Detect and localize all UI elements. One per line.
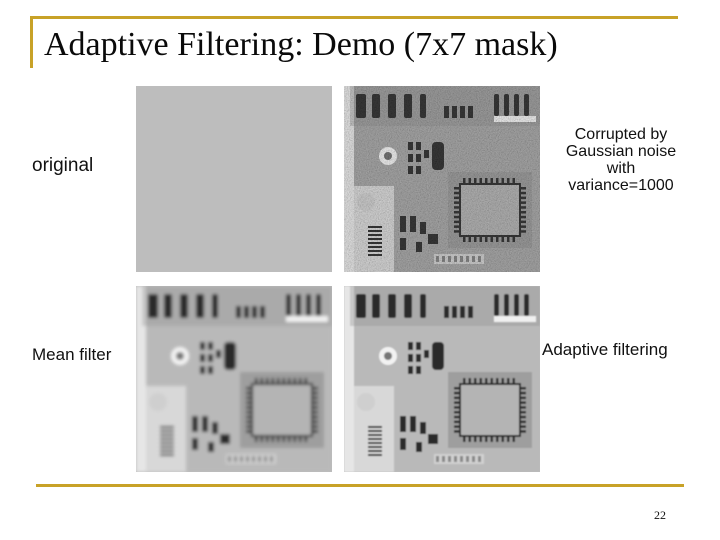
image-noisy: [344, 86, 540, 272]
image-adaptive-filter: [344, 286, 540, 472]
label-original: original: [32, 155, 94, 176]
title-accent-side: [30, 16, 33, 68]
slide-title: Adaptive Filtering: Demo (7x7 mask): [44, 26, 558, 63]
label-corrupted-line4: variance=1000: [568, 177, 674, 194]
footer-accent-bar: [36, 484, 684, 487]
image-mean-filter: [136, 286, 332, 472]
label-corrupted: Corrupted by Gaussian noise with varianc…: [546, 126, 696, 194]
page-number: 22: [654, 508, 666, 522]
label-mean-filter: Mean filter: [32, 345, 112, 364]
image-original: [136, 86, 332, 272]
title-accent-bar: [30, 16, 678, 19]
label-corrupted-line2: Gaussian noise: [565, 143, 677, 160]
label-adaptive-filtering: Adaptive filtering: [542, 340, 668, 359]
label-corrupted-line3: with: [606, 160, 636, 177]
label-corrupted-line1: Corrupted by: [574, 126, 668, 143]
